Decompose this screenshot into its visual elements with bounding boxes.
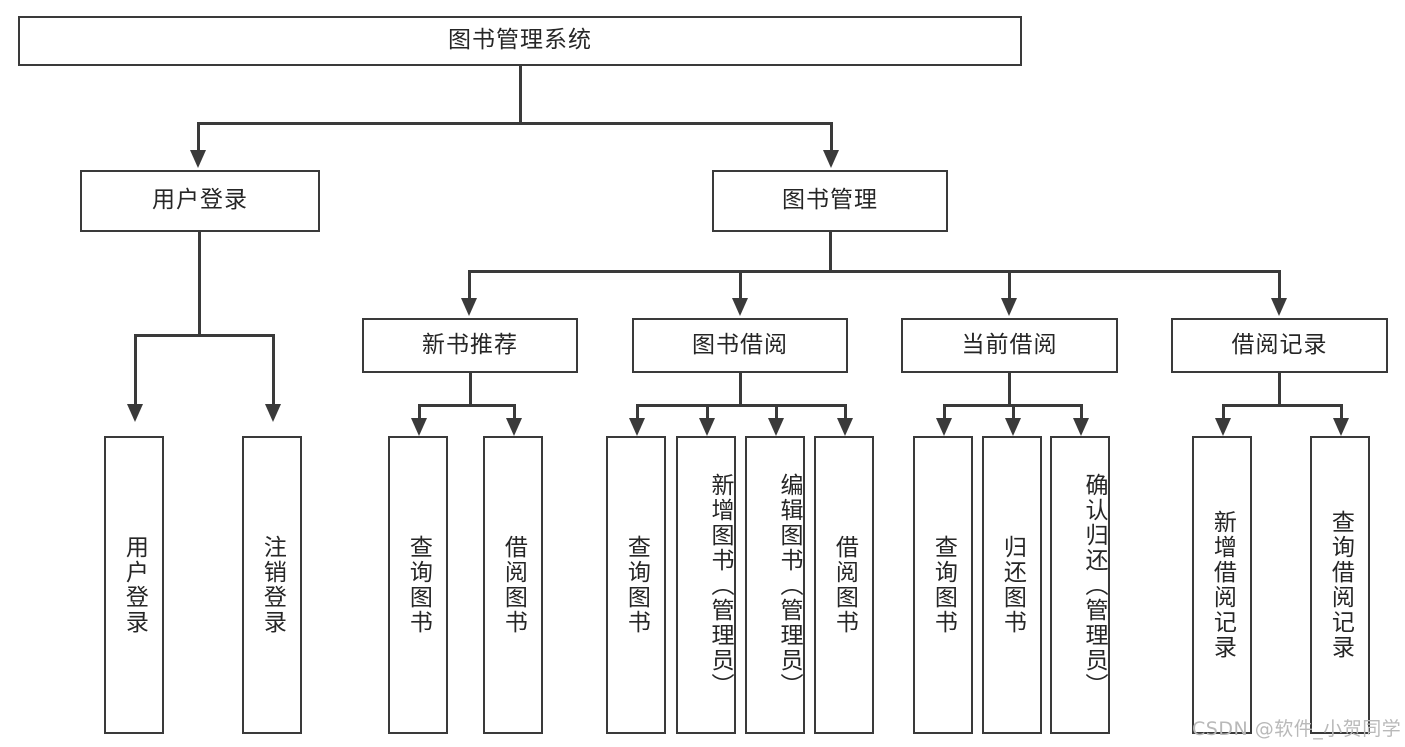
arrowhead-borrow-record <box>1271 298 1287 316</box>
arrowhead-leaf-borrow-books-1 <box>506 418 522 436</box>
edge-level1-bus <box>197 122 833 125</box>
edge-drop-leaf-borrow-books-2 <box>844 404 847 422</box>
edge-new-book-recommend-bus <box>418 404 516 407</box>
node-leaf-user-login[interactable]: 用户登录 <box>104 436 164 734</box>
node-leaf-borrow-books-1[interactable]: 借阅图书 <box>483 436 543 734</box>
arrowhead-leaf-confirm-return <box>1073 418 1089 436</box>
arrowhead-book-borrow <box>732 298 748 316</box>
node-book-borrow[interactable]: 图书借阅 <box>632 318 848 373</box>
arrowhead-user-login <box>190 150 206 168</box>
arrowhead-book-management <box>823 150 839 168</box>
arrowhead-leaf-user-login <box>127 404 143 422</box>
node-book-management[interactable]: 图书管理 <box>712 170 948 232</box>
arrowhead-leaf-query-books-3 <box>936 418 952 436</box>
node-leaf-query-books-1[interactable]: 查询图书 <box>388 436 448 734</box>
node-leaf-add-record[interactable]: 新增借阅记录 <box>1192 436 1252 734</box>
edge-drop-borrow-record <box>1278 270 1281 300</box>
edge-level2-bus <box>468 270 1280 273</box>
node-user-login[interactable]: 用户登录 <box>80 170 320 232</box>
arrowhead-leaf-edit-book <box>768 418 784 436</box>
node-leaf-return-book[interactable]: 归还图书 <box>982 436 1042 734</box>
arrowhead-leaf-query-books-2 <box>629 418 645 436</box>
edge-drop-new-book-recommend <box>468 270 471 300</box>
edge-borrow-record-stem <box>1278 373 1281 406</box>
arrowhead-leaf-add-book <box>699 418 715 436</box>
arrowhead-leaf-logout <box>265 404 281 422</box>
edge-drop-book-management <box>830 122 833 152</box>
edge-drop-leaf-query-books-1 <box>418 404 421 422</box>
node-leaf-edit-book[interactable]: 编辑图书（管理员） <box>745 436 805 734</box>
edge-current-borrow-stem <box>1008 373 1011 406</box>
node-root-book-management-system[interactable]: 图书管理系统 <box>18 16 1022 66</box>
node-new-book-recommend[interactable]: 新书推荐 <box>362 318 578 373</box>
arrowhead-current-borrow <box>1001 298 1017 316</box>
edge-root-stem <box>519 66 522 122</box>
arrowhead-leaf-query-record <box>1333 418 1349 436</box>
arrowhead-leaf-query-books-1 <box>411 418 427 436</box>
arrowhead-leaf-return-book <box>1005 418 1021 436</box>
edge-book-management-stem <box>829 232 832 272</box>
arrowhead-leaf-borrow-books-2 <box>837 418 853 436</box>
edge-book-borrow-stem <box>739 373 742 406</box>
edge-drop-leaf-add-book <box>706 404 709 422</box>
node-leaf-logout[interactable]: 注销登录 <box>242 436 302 734</box>
edge-drop-user-login <box>197 122 200 152</box>
edge-drop-leaf-query-record <box>1340 404 1343 422</box>
edge-drop-leaf-add-record <box>1222 404 1225 422</box>
edge-drop-leaf-confirm-return <box>1080 404 1083 422</box>
edge-drop-leaf-logout <box>272 334 275 406</box>
edge-new-book-recommend-stem <box>469 373 472 406</box>
node-borrow-record[interactable]: 借阅记录 <box>1171 318 1388 373</box>
edge-drop-leaf-user-login <box>134 334 137 406</box>
node-leaf-add-book[interactable]: 新增图书（管理员） <box>676 436 736 734</box>
node-leaf-query-record[interactable]: 查询借阅记录 <box>1310 436 1370 734</box>
edge-user-login-stem <box>198 232 201 336</box>
edge-book-borrow-bus <box>636 404 847 407</box>
edge-user-login-bus <box>134 334 274 337</box>
node-leaf-query-books-2[interactable]: 查询图书 <box>606 436 666 734</box>
edge-drop-leaf-query-books-2 <box>636 404 639 422</box>
edge-drop-leaf-return-book <box>1012 404 1015 422</box>
arrowhead-leaf-add-record <box>1215 418 1231 436</box>
node-leaf-query-books-3[interactable]: 查询图书 <box>913 436 973 734</box>
edge-drop-leaf-query-books-3 <box>943 404 946 422</box>
edge-drop-leaf-borrow-books-1 <box>513 404 516 422</box>
node-leaf-confirm-return[interactable]: 确认归还（管理员） <box>1050 436 1110 734</box>
edge-borrow-record-bus <box>1222 404 1343 407</box>
arrowhead-new-book-recommend <box>461 298 477 316</box>
edge-drop-current-borrow <box>1008 270 1011 300</box>
node-leaf-borrow-books-2[interactable]: 借阅图书 <box>814 436 874 734</box>
edge-drop-book-borrow <box>739 270 742 300</box>
node-current-borrow[interactable]: 当前借阅 <box>901 318 1118 373</box>
edge-drop-leaf-edit-book <box>775 404 778 422</box>
